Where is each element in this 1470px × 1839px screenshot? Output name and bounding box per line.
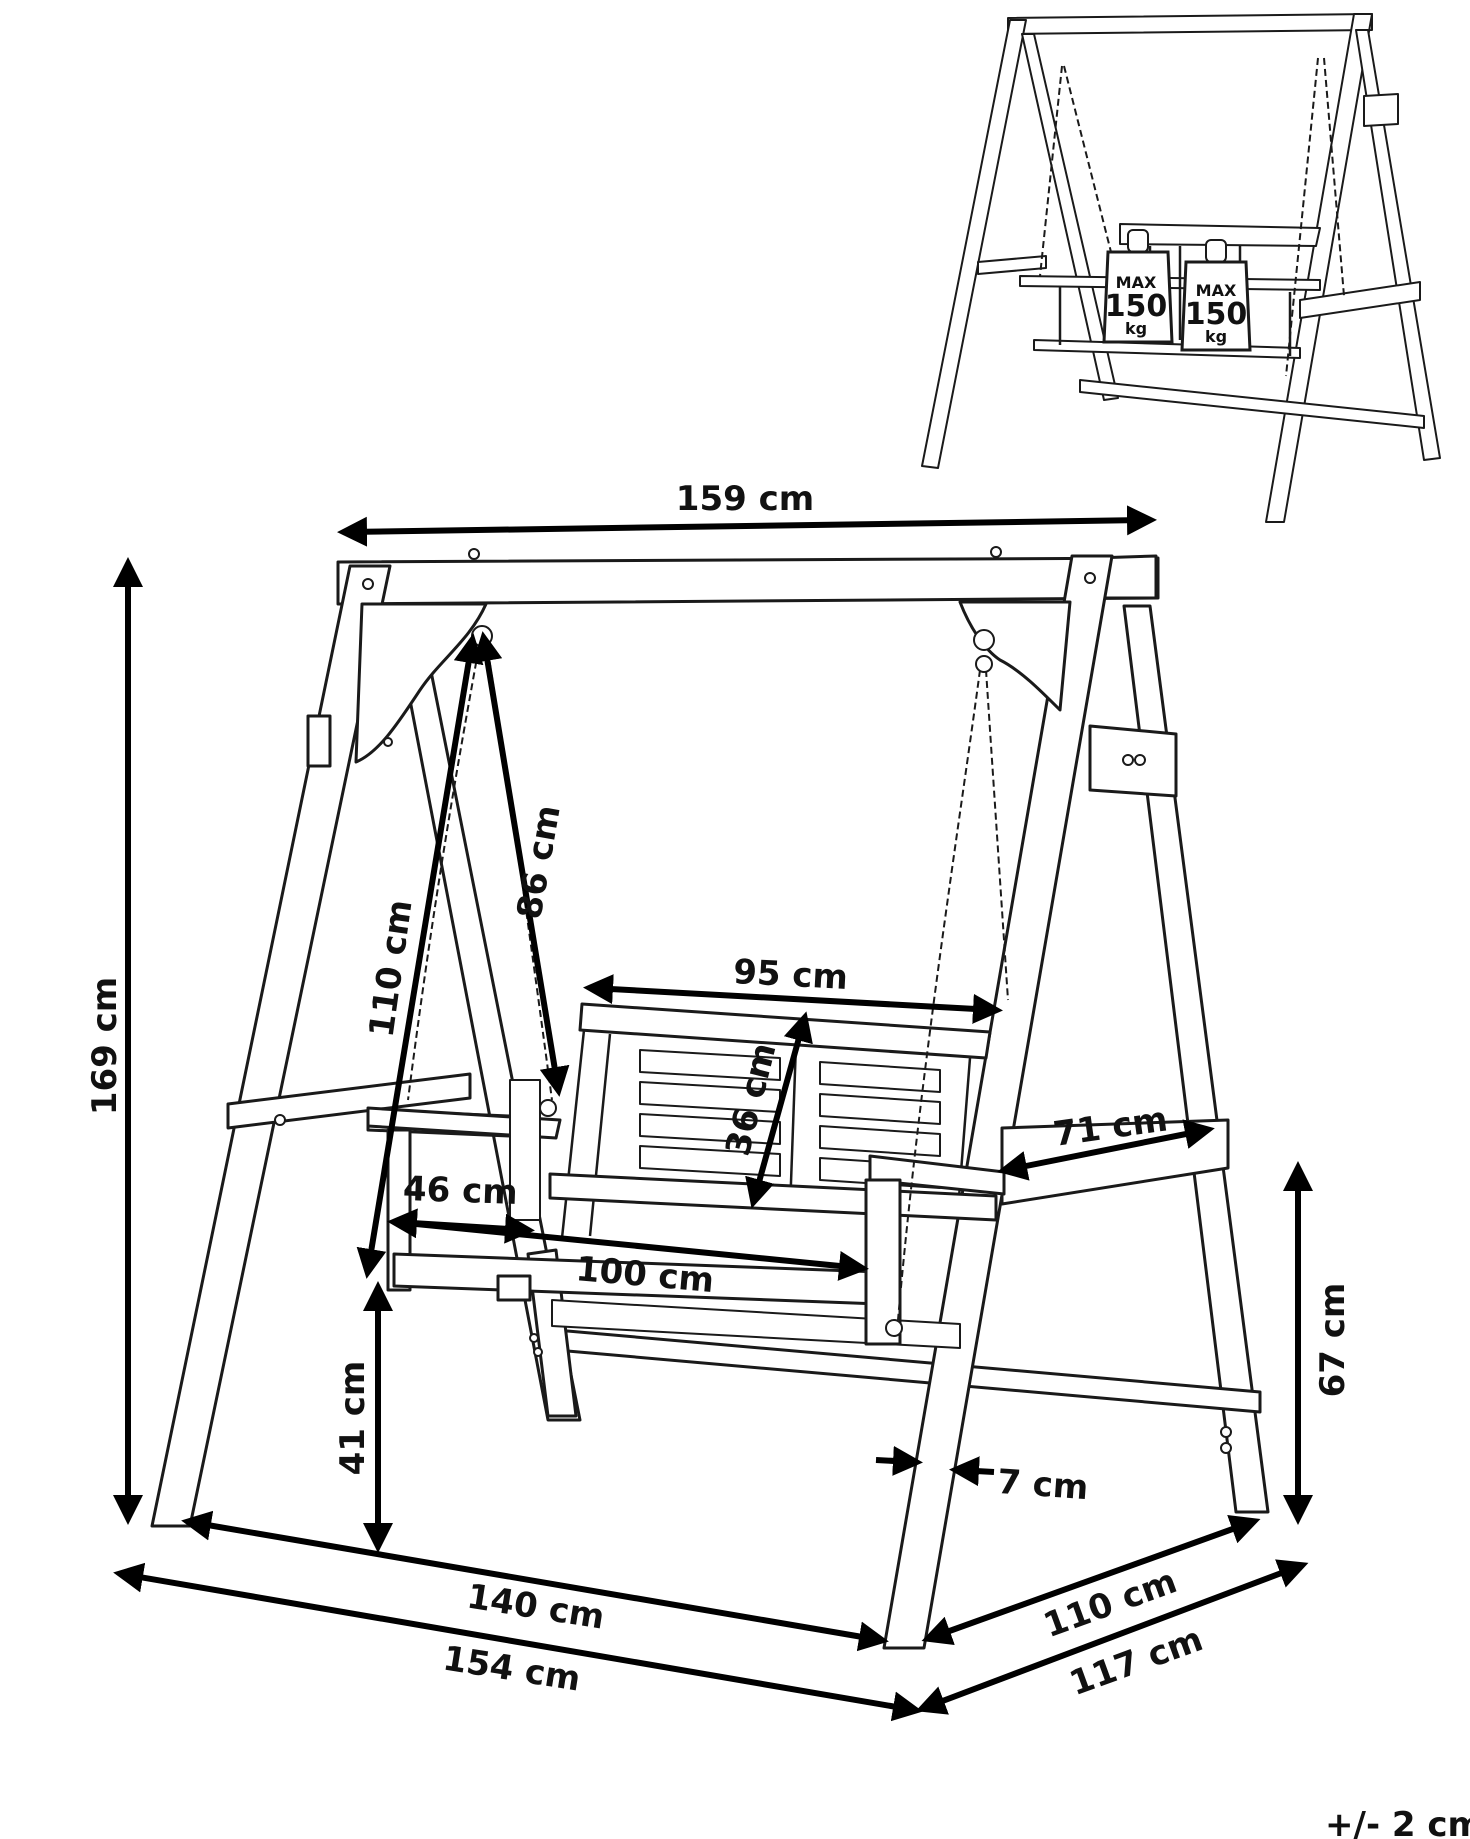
swing-frame-illustration <box>150 546 1270 1650</box>
arrow-seat-hang-height <box>356 633 484 1279</box>
weight-unit-2: kg <box>1205 327 1227 346</box>
label-seat-height: 41 cm <box>333 1361 373 1476</box>
arrow-backrest-height <box>745 1011 813 1209</box>
weight-value-2: 150 <box>1185 297 1248 332</box>
label-height-total: 169 cm <box>85 977 125 1115</box>
arrow-seat-width <box>583 974 1003 1024</box>
weight-unit-1: kg <box>1125 319 1147 338</box>
dimension-arrows <box>113 505 1313 1722</box>
label-chain-length: 86 cm <box>510 802 569 922</box>
weight-icon: MAX 150 kg <box>1180 239 1252 352</box>
label-seat-depth: 46 cm <box>402 1169 518 1213</box>
label-inner-width: 140 cm <box>464 1577 607 1638</box>
label-armrest-height: 67 cm <box>1313 1283 1353 1398</box>
arrow-chain-length <box>472 631 570 1097</box>
label-width-top: 159 cm <box>676 479 814 519</box>
label-seat-width: 95 cm <box>732 952 849 998</box>
weight-value-1: 150 <box>1105 289 1168 324</box>
label-tolerance: +/- 2 cm <box>1325 1805 1470 1839</box>
weight-max-2: MAX <box>1196 281 1237 300</box>
arrow-post-right <box>949 1456 995 1487</box>
swing-frame-illustration-thumbnail: MAX 150 kg MAX 150 kg <box>921 13 1441 523</box>
weight-max-1: MAX <box>1116 273 1157 292</box>
arrow-outer-width <box>113 1562 923 1722</box>
weight-icon: MAX 150 kg <box>1102 229 1174 344</box>
arrow-post-left <box>875 1445 923 1476</box>
arrow-width-top <box>337 505 1157 547</box>
arrow-armrest-depth <box>997 1119 1215 1181</box>
arrow-outer-depth <box>915 1559 1309 1715</box>
arrow-seat-total-width <box>395 1219 869 1281</box>
label-post-thickness: 7 cm <box>996 1462 1090 1508</box>
